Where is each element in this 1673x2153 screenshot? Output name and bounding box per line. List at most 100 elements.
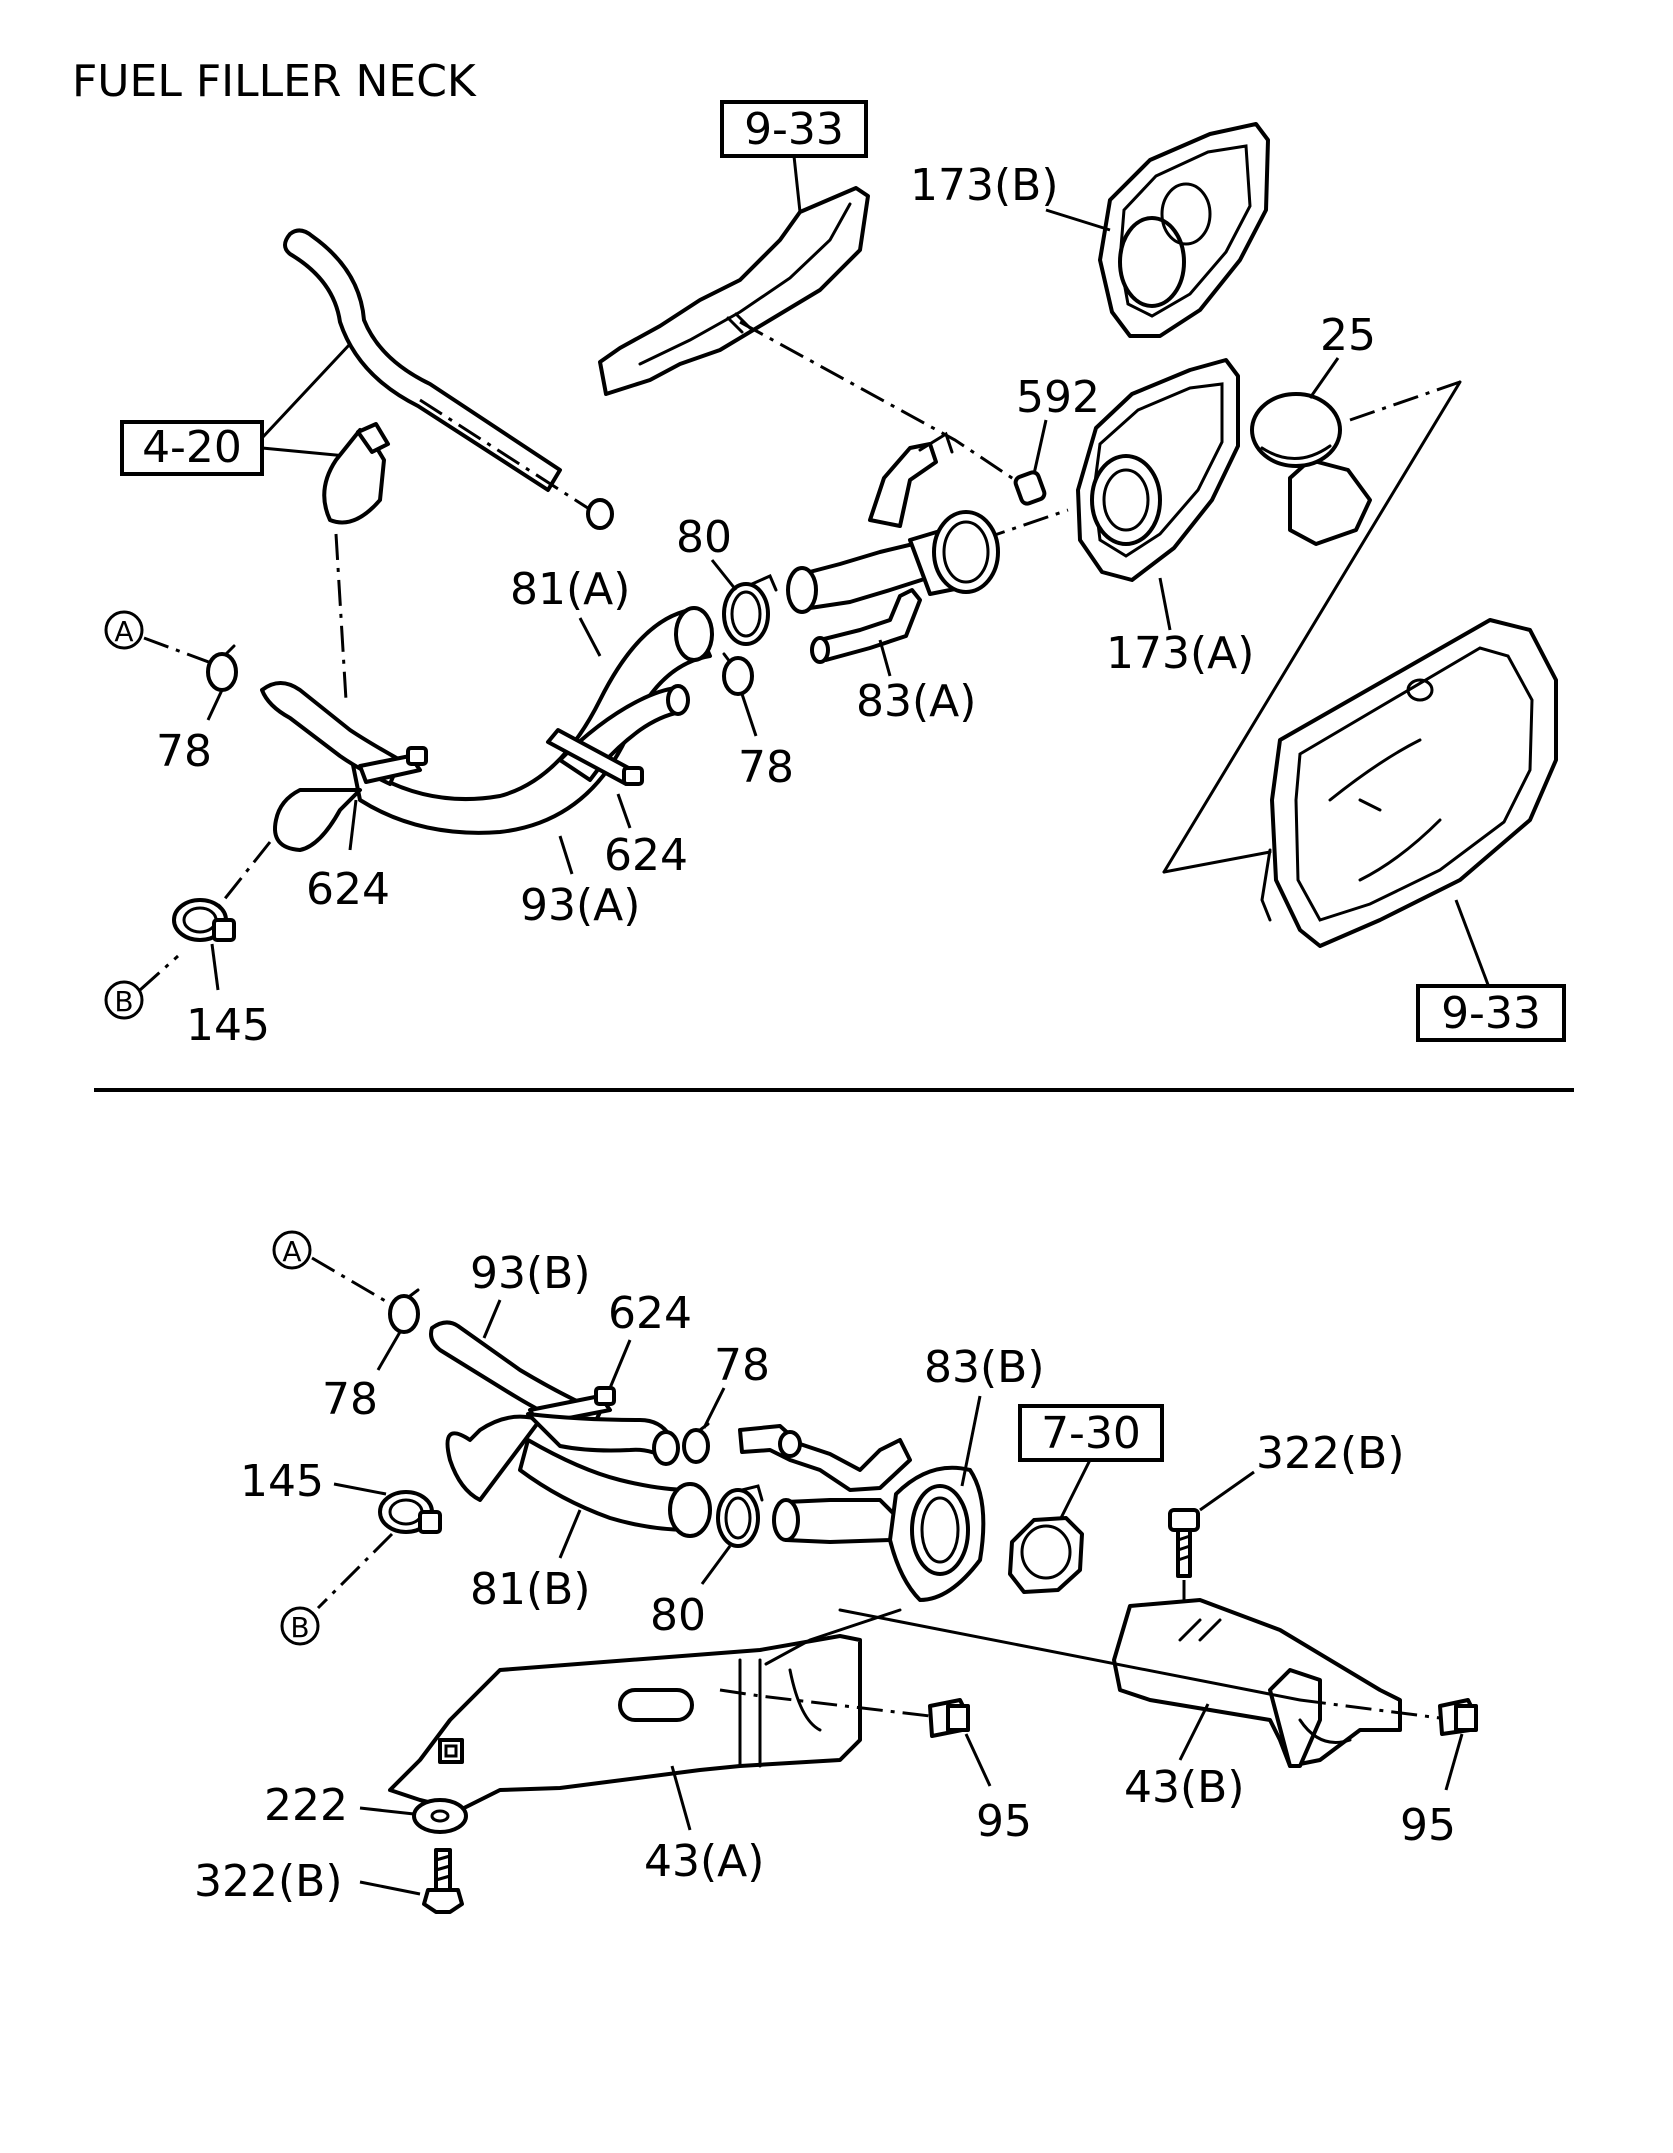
- label-43a: 43(A): [644, 1836, 764, 1887]
- label-81b: 81(B): [470, 1564, 591, 1615]
- leader-4-20: [260, 342, 352, 458]
- bolt-95-right[interactable]: [1438, 1698, 1478, 1736]
- label-25: 25: [1320, 310, 1376, 361]
- hose-81b[interactable]: [445, 1412, 712, 1538]
- leader-81b: [558, 1509, 582, 1559]
- ref-box-4-20-label: 4-20: [142, 422, 242, 473]
- upper-section: 9-33 173(B) 25 592: [104, 100, 1566, 1051]
- clamp-145-upper[interactable]: [172, 898, 236, 942]
- filler-shield-bracket[interactable]: [598, 186, 870, 396]
- leader-95-left: [964, 1733, 992, 1787]
- clamp-80-lower[interactable]: [716, 1484, 764, 1548]
- label-78-mid: 78: [738, 742, 794, 793]
- label-173b: 173(B): [910, 160, 1059, 211]
- circle-b-lower[interactable]: B: [280, 1606, 320, 1646]
- bolt-322b-top[interactable]: [1168, 1508, 1200, 1578]
- clamp-145-lower[interactable]: [378, 1490, 442, 1534]
- circle-b-upper[interactable]: B: [104, 980, 144, 1020]
- leader-222: [359, 1806, 415, 1816]
- leader-43a: [670, 1765, 692, 1831]
- label-624-right: 624: [604, 830, 688, 881]
- label-624-left: 624: [306, 864, 390, 915]
- leader-9-33-bottom: [1454, 899, 1492, 991]
- leader-78-lower-left: [376, 1331, 402, 1371]
- clamp-80[interactable]: [722, 574, 778, 646]
- label-81a: 81(A): [510, 564, 630, 615]
- leader-173b: [1045, 208, 1111, 232]
- leader-7-30: [1058, 1459, 1092, 1521]
- clamp-78-left[interactable]: [206, 644, 238, 692]
- circle-b-lower-label: B: [290, 1611, 309, 1644]
- label-93a: 93(A): [520, 880, 640, 931]
- ref-box-9-33-top-label: 9-33: [744, 104, 844, 155]
- hose-strap[interactable]: [322, 422, 390, 525]
- diagram-title: FUEL FILLER NECK: [72, 56, 476, 107]
- fuel-cap-lower[interactable]: [1008, 1516, 1084, 1594]
- leader-83a: [878, 639, 892, 677]
- ref-box-9-33-bottom-label: 9-33: [1441, 988, 1541, 1039]
- gasket-173a[interactable]: [1076, 358, 1240, 582]
- gasket-173b[interactable]: [1098, 122, 1270, 338]
- leader-43b: [1178, 1703, 1210, 1761]
- label-322b-top: 322(B): [1256, 1428, 1405, 1479]
- leader-145-upper: [210, 943, 220, 991]
- filler-neck-83a[interactable]: [786, 431, 1000, 664]
- leader-624-left: [348, 799, 358, 851]
- vent-tube[interactable]: [283, 228, 614, 530]
- label-95-right: 95: [1400, 1800, 1456, 1851]
- label-145-upper: 145: [186, 1000, 270, 1051]
- bracket-43a[interactable]: [388, 1634, 862, 1812]
- axis-shield-to-592: [739, 320, 1031, 492]
- leader-78-lower-right: [702, 1387, 726, 1429]
- leader-322b-top: [1199, 1470, 1255, 1512]
- label-222: 222: [264, 1780, 348, 1831]
- leader-93a: [558, 835, 574, 875]
- clamp-78-lower-right[interactable]: [682, 1422, 710, 1464]
- leader-80-lower: [700, 1545, 732, 1585]
- ref-box-7-30-label: 7-30: [1041, 1408, 1141, 1459]
- leader-173a: [1158, 577, 1172, 631]
- housing-guide-line-bottom: [1162, 850, 1272, 874]
- leader-624-right: [616, 793, 632, 829]
- circle-a-lower-label: A: [282, 1235, 301, 1268]
- clip-624-upper-left[interactable]: [358, 746, 428, 784]
- leader-83b: [960, 1395, 982, 1487]
- bracket-43b[interactable]: [1112, 1598, 1402, 1768]
- label-78-left: 78: [156, 726, 212, 777]
- label-83a: 83(A): [856, 676, 976, 727]
- axis-bolt-95-left: [719, 1688, 931, 1718]
- washer-222[interactable]: [412, 1798, 468, 1834]
- bolt-322b-bottom[interactable]: [422, 1848, 464, 1914]
- circle-a-upper[interactable]: A: [104, 610, 144, 650]
- axis-circle-a-lower: [311, 1256, 395, 1308]
- leader-145-lower: [333, 1482, 387, 1496]
- fuel-cap-25[interactable]: [1250, 392, 1372, 546]
- circle-a-lower[interactable]: A: [272, 1230, 312, 1270]
- fuel-door-housing[interactable]: [1260, 618, 1558, 948]
- shield-ridge: [638, 202, 852, 366]
- ref-box-7-30[interactable]: 7-30: [1018, 1404, 1164, 1462]
- clamp-78-mid[interactable]: [722, 652, 754, 696]
- bolt-95-left[interactable]: [928, 1698, 970, 1738]
- axis-cap: [1349, 380, 1461, 422]
- bracket-43b-guide: [838, 1608, 1302, 1702]
- clamp-78-lower-left[interactable]: [388, 1288, 420, 1334]
- label-80: 80: [676, 512, 732, 563]
- filler-neck-83b[interactable]: [738, 1424, 986, 1602]
- leader-9-33-top: [792, 155, 802, 213]
- clip-624-upper-right[interactable]: [546, 728, 644, 786]
- grommet-592[interactable]: [1013, 470, 1047, 506]
- label-95-left: 95: [976, 1796, 1032, 1847]
- ref-box-4-20[interactable]: 4-20: [120, 420, 264, 476]
- axis-vent-tube: [419, 398, 595, 514]
- circle-b-upper-label: B: [114, 985, 133, 1018]
- ref-box-9-33-top[interactable]: 9-33: [720, 100, 868, 158]
- leader-25: [1308, 357, 1340, 399]
- label-80-lower: 80: [650, 1590, 706, 1641]
- leader-322b-bottom: [359, 1880, 421, 1896]
- label-592: 592: [1016, 372, 1100, 423]
- label-624-lower: 624: [608, 1288, 692, 1339]
- ref-box-9-33-bottom[interactable]: 9-33: [1416, 984, 1566, 1042]
- label-83b: 83(B): [924, 1342, 1045, 1393]
